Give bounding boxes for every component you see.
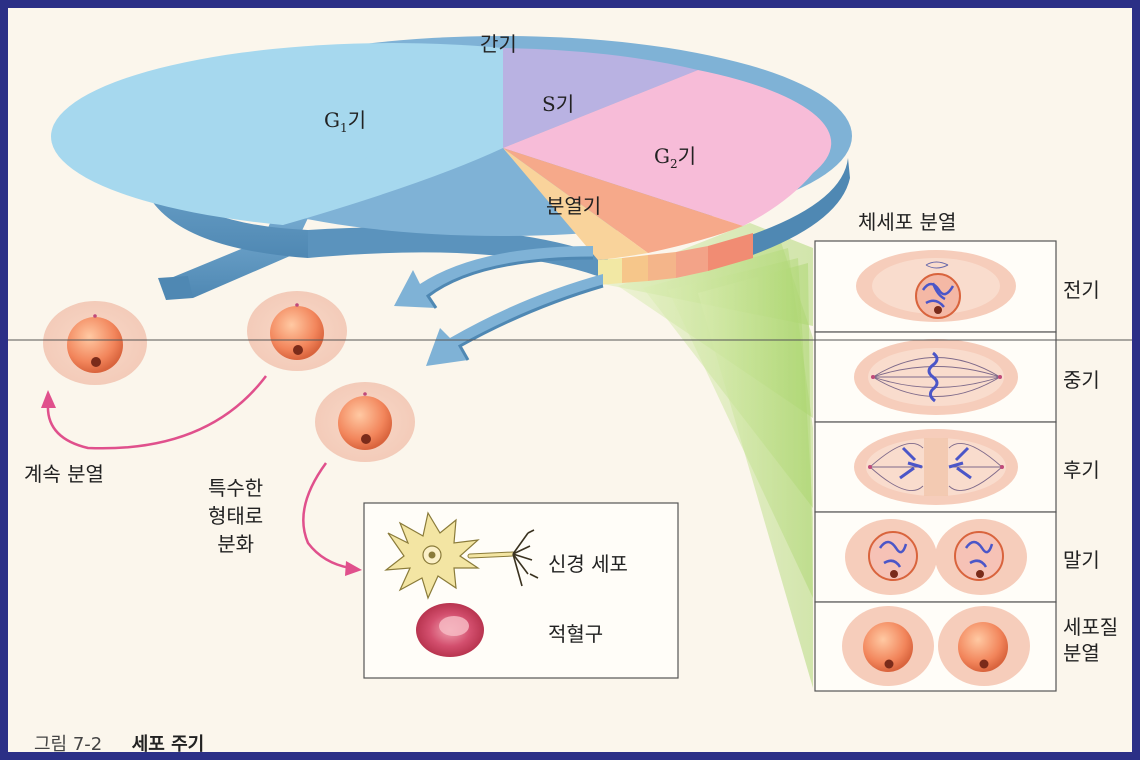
- stage-label-anaphase: 후기: [1063, 454, 1100, 483]
- mitosis-title: 체세포 분열: [858, 206, 956, 235]
- stage-label-cytokinesis: 세포질 분열: [1063, 614, 1118, 666]
- continue-division-arrow: [48, 376, 266, 448]
- daughter-cell-left: [43, 301, 147, 385]
- differentiation-arrow: [303, 463, 350, 568]
- cell-cycle-figure: 간기 G1기 S기 G2기 분열기 체세포 분열 전기 중기 후기 말기 세포질…: [8, 8, 1132, 752]
- mitotic-phase-label: 분열기: [546, 190, 601, 219]
- neuron-label: 신경 세포: [548, 548, 628, 577]
- stage-label-metaphase: 중기: [1063, 364, 1100, 393]
- g1-label: G1기: [324, 104, 366, 135]
- continue-division-label: 계속 분열: [24, 458, 104, 487]
- red-blood-cell-illustration: [416, 603, 484, 657]
- prophase-cell: [856, 250, 1016, 322]
- figure-number: 그림 7-2: [34, 734, 102, 752]
- interphase-label: 간기: [480, 28, 517, 57]
- red-blood-cell-label: 적혈구: [548, 618, 603, 647]
- s-phase-label: S기: [542, 88, 574, 117]
- daughter-cell-right: [247, 291, 347, 371]
- metaphase-cell: [854, 339, 1018, 415]
- differentiation-label: 특수한 형태로 분화: [208, 474, 263, 558]
- figure-title: 세포 주기: [132, 734, 205, 752]
- stage-label-prophase: 전기: [1063, 274, 1100, 303]
- stage-label-telophase: 말기: [1063, 544, 1100, 573]
- g2-label: G2기: [654, 140, 696, 171]
- figure-caption: 그림 7-2 세포 주기: [34, 730, 204, 752]
- differentiating-cell: [315, 382, 415, 462]
- anaphase-cell: [854, 429, 1018, 505]
